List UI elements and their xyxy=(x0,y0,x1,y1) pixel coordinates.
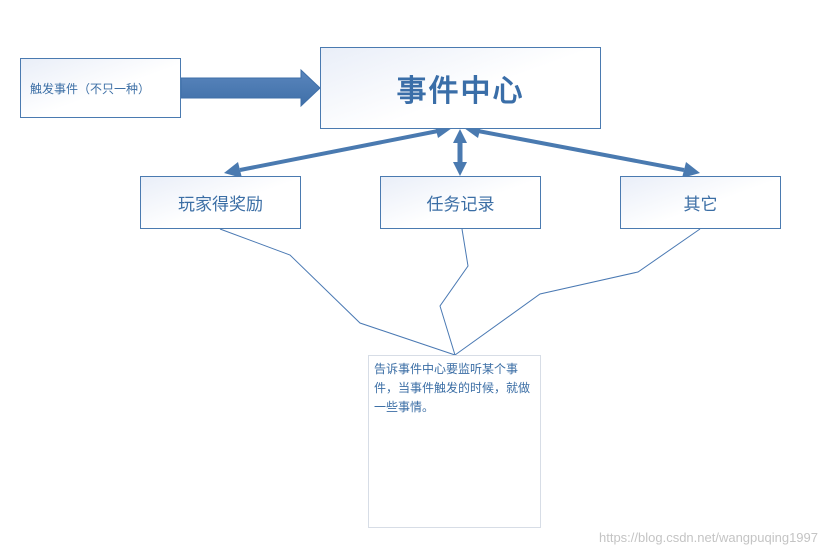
callout-line-task xyxy=(439,228,469,356)
callout-note-text: 告诉事件中心要监听某个事件，当事件触发的时候，就做一些事情。 xyxy=(374,362,531,414)
other-label: 其它 xyxy=(683,195,718,215)
task-record-label: 任务记录 xyxy=(426,195,495,215)
callout-note: 告诉事件中心要监听某个事件，当事件触发的时候，就做一些事情。 xyxy=(368,355,541,528)
trigger-to-center-arrow xyxy=(180,68,321,108)
player-reward-box: 玩家得奖励 xyxy=(140,176,301,229)
center-other-double-arrow xyxy=(464,122,700,178)
other-box: 其它 xyxy=(620,176,781,229)
event-center-box: 事件中心 xyxy=(320,47,601,129)
center-task-double-arrow xyxy=(453,129,467,176)
trigger-event-box: 触发事件（不只一种） xyxy=(20,58,181,118)
task-record-box: 任务记录 xyxy=(380,176,541,229)
callout-line-other xyxy=(454,228,701,356)
center-reward-double-arrow xyxy=(224,122,452,178)
player-reward-label: 玩家得奖励 xyxy=(178,195,263,215)
callout-line-reward xyxy=(219,228,456,356)
watermark-url: https://blog.csdn.net/wangpuqing1997 xyxy=(598,530,818,545)
trigger-event-label: 触发事件（不只一种） xyxy=(30,81,151,96)
event-center-label: 事件中心 xyxy=(396,74,525,109)
